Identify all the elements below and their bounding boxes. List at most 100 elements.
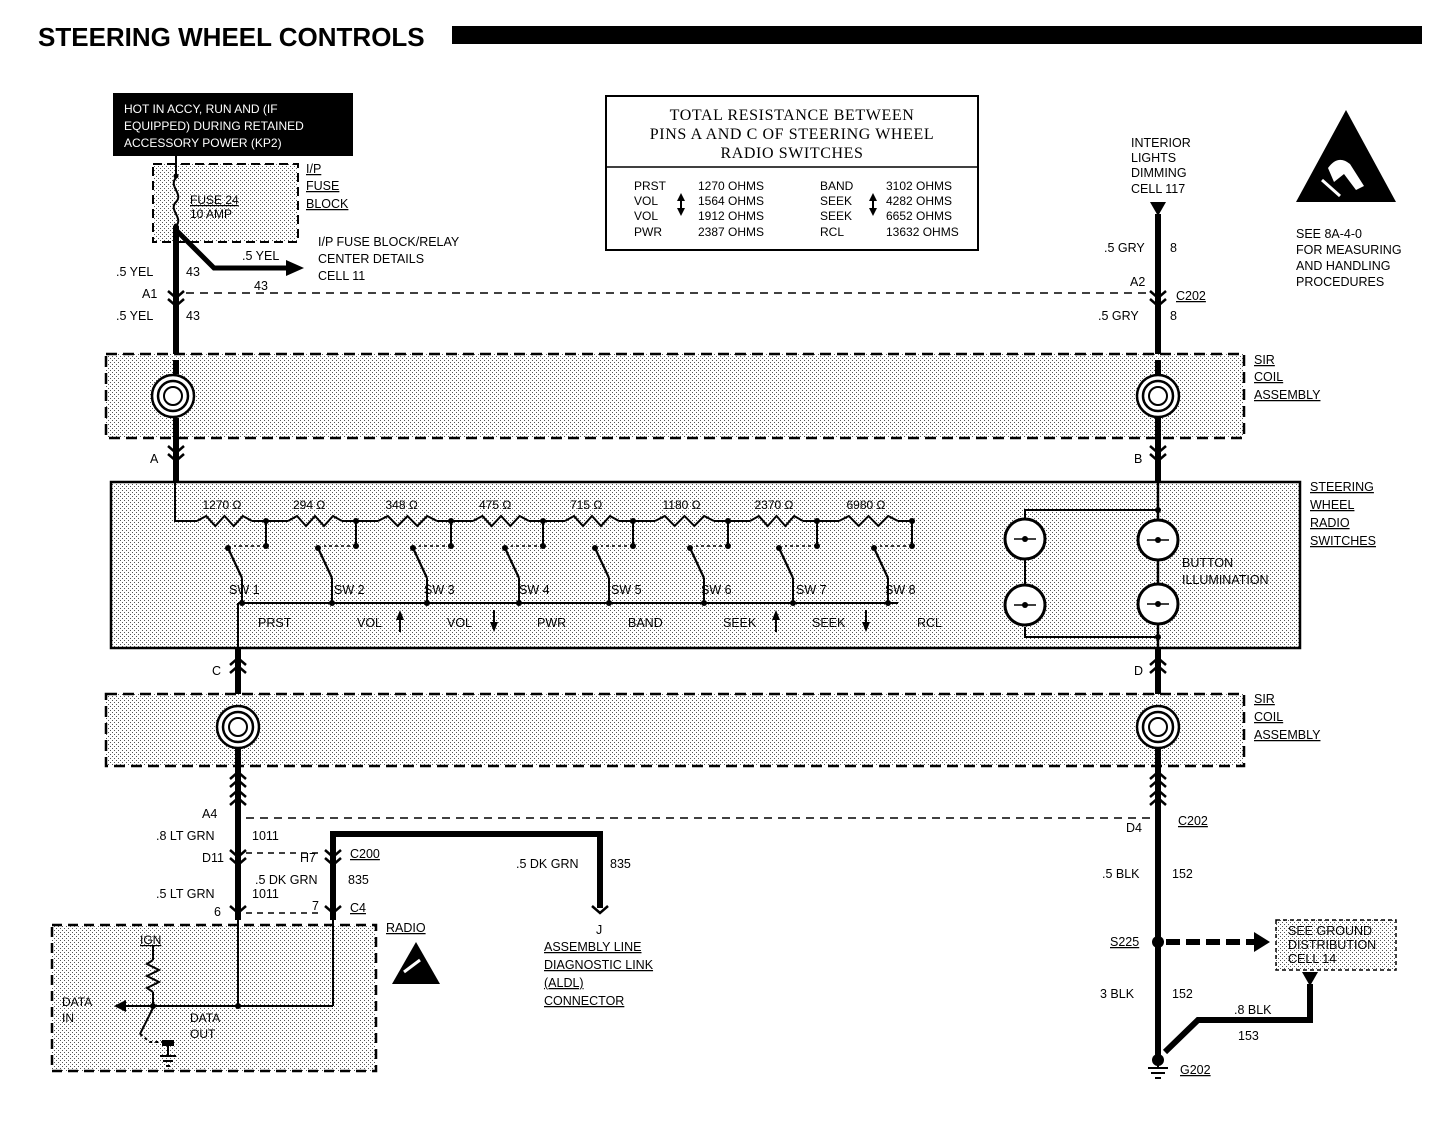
resistor-icon — [196, 514, 253, 528]
sir-coil-assembly-lower — [104, 692, 1246, 768]
switch-icon — [873, 547, 889, 579]
resistor-value: 1180 Ω — [663, 498, 701, 512]
resistance-table-title: TOTAL RESISTANCE BETWEEN — [670, 107, 915, 124]
ign-label: IGN — [140, 933, 161, 947]
table-cell: BAND — [820, 179, 854, 193]
svg-text:3 BLK: 3 BLK — [1100, 987, 1135, 1001]
esd-warning-icon — [1296, 110, 1396, 202]
aldl-label: (ALDL) — [544, 976, 584, 990]
pin-d: D — [1134, 664, 1143, 678]
fuse-label: FUSE 24 — [190, 193, 239, 207]
resistance-table-title: PINS A AND C OF STEERING WHEEL — [650, 126, 934, 143]
power-note-box — [113, 93, 353, 156]
svg-text:COIL: COIL — [1254, 710, 1283, 724]
lamp-icon — [1136, 518, 1180, 562]
lamp-icon — [1003, 583, 1047, 627]
table-cell: VOL — [634, 194, 658, 208]
dimming-ref: CELL 117 — [1131, 182, 1185, 196]
coil-icon — [150, 373, 196, 419]
function-label: VOL — [357, 616, 382, 630]
connector-c202: C202 — [1178, 814, 1208, 828]
dimming-ref: INTERIOR — [1131, 136, 1191, 150]
svg-text:.5 DK GRN: .5 DK GRN — [255, 873, 318, 887]
table-cell: 13632 OHMS — [886, 225, 959, 239]
fuse-block-label: FUSE — [306, 179, 339, 193]
resistor-value: 348 Ω — [386, 498, 418, 512]
table-cell: 4282 OHMS — [886, 194, 952, 208]
svg-text:153: 153 — [1238, 1029, 1259, 1043]
connector-c202: C202 — [1176, 289, 1206, 303]
relay-center-ref: CENTER DETAILS — [318, 252, 424, 266]
table-cell: PRST — [634, 179, 667, 193]
up-arrow-icon — [396, 610, 404, 632]
table-cell: VOL — [634, 209, 658, 223]
radio-internal-circuit — [114, 920, 334, 1067]
fuse-symbol — [172, 177, 180, 227]
aldl-pin: J — [596, 923, 602, 937]
function-label: PWR — [537, 616, 566, 630]
switch-icon — [778, 547, 794, 579]
svg-text:SEE GROUND: SEE GROUND — [1288, 924, 1372, 938]
svg-text:.5 YEL: .5 YEL — [116, 309, 153, 323]
connector-d4: D4 — [1126, 821, 1142, 835]
resistor-icon — [564, 514, 620, 528]
lamp-icon — [1003, 517, 1047, 561]
svg-text:.5 YEL: .5 YEL — [242, 249, 279, 263]
table-cell: RCL — [820, 225, 844, 239]
dimming-ref: LIGHTS — [1131, 151, 1176, 165]
connector-c200: C200 — [350, 847, 380, 861]
switch-label: SW 2 — [334, 583, 365, 597]
table-cell: 1564 OHMS — [698, 194, 764, 208]
down-arrow-icon — [862, 610, 870, 632]
svg-text:43: 43 — [254, 279, 268, 293]
svg-text:43: 43 — [186, 309, 200, 323]
up-arrow-icon — [772, 610, 780, 632]
fuse-block-label: BLOCK — [306, 197, 349, 211]
table-cell: PWR — [634, 225, 662, 239]
function-label: VOL — [447, 616, 472, 630]
switch-label: SW 5 — [611, 583, 642, 597]
svg-text:.5 GRY: .5 GRY — [1104, 241, 1145, 255]
svg-text:CELL 14: CELL 14 — [1288, 952, 1336, 966]
switch-icon — [504, 547, 520, 579]
table-cell: 2387 OHMS — [698, 225, 764, 239]
arrow-icon — [1150, 202, 1166, 216]
switch-icon — [412, 547, 428, 579]
switch-icon — [689, 547, 705, 579]
function-label: PRST — [258, 616, 292, 630]
power-note-line: ACCESSORY POWER (KP2) — [124, 136, 282, 150]
up-down-arrow-icon — [869, 193, 877, 216]
aldl-label: CONNECTOR — [544, 994, 624, 1008]
resistance-table-title: RADIO SWITCHES — [720, 145, 863, 162]
svg-text:6: 6 — [214, 905, 221, 919]
resistor-value: 6980 Ω — [847, 498, 886, 512]
table-cell: 1912 OHMS — [698, 209, 764, 223]
splice-label: S225 — [1110, 935, 1139, 949]
aldl-label: ASSEMBLY LINE — [544, 940, 642, 954]
function-label: RCL — [917, 616, 942, 630]
connector-d11: D11 — [202, 851, 224, 865]
table-cell: SEEK — [820, 194, 852, 208]
svg-text:1011: 1011 — [252, 829, 279, 843]
svg-text:STEERING: STEERING — [1310, 480, 1374, 494]
svg-text:835: 835 — [348, 873, 369, 887]
down-arrow-icon — [490, 610, 498, 632]
svg-text:43: 43 — [186, 265, 200, 279]
switch-label: SW 1 — [229, 583, 260, 597]
svg-text:.5 DK GRN: .5 DK GRN — [516, 857, 579, 871]
switch-label: SW 3 — [424, 583, 455, 597]
svg-text:8: 8 — [1170, 309, 1177, 323]
svg-text:ASSEMBLY: ASSEMBLY — [1254, 728, 1321, 742]
ground-distribution-ref — [1275, 919, 1397, 971]
svg-text:152: 152 — [1172, 867, 1193, 881]
resistor-icon — [472, 514, 530, 528]
esd-note: SEE 8A-4-0 — [1296, 227, 1362, 241]
ground-g202: G202 — [1180, 1063, 1211, 1077]
splice-s225 — [1152, 936, 1164, 948]
switch-icon — [317, 547, 333, 579]
svg-text:.8 BLK: .8 BLK — [1234, 1003, 1272, 1017]
svg-text:152: 152 — [1172, 987, 1193, 1001]
table-cell: SEEK — [820, 209, 852, 223]
